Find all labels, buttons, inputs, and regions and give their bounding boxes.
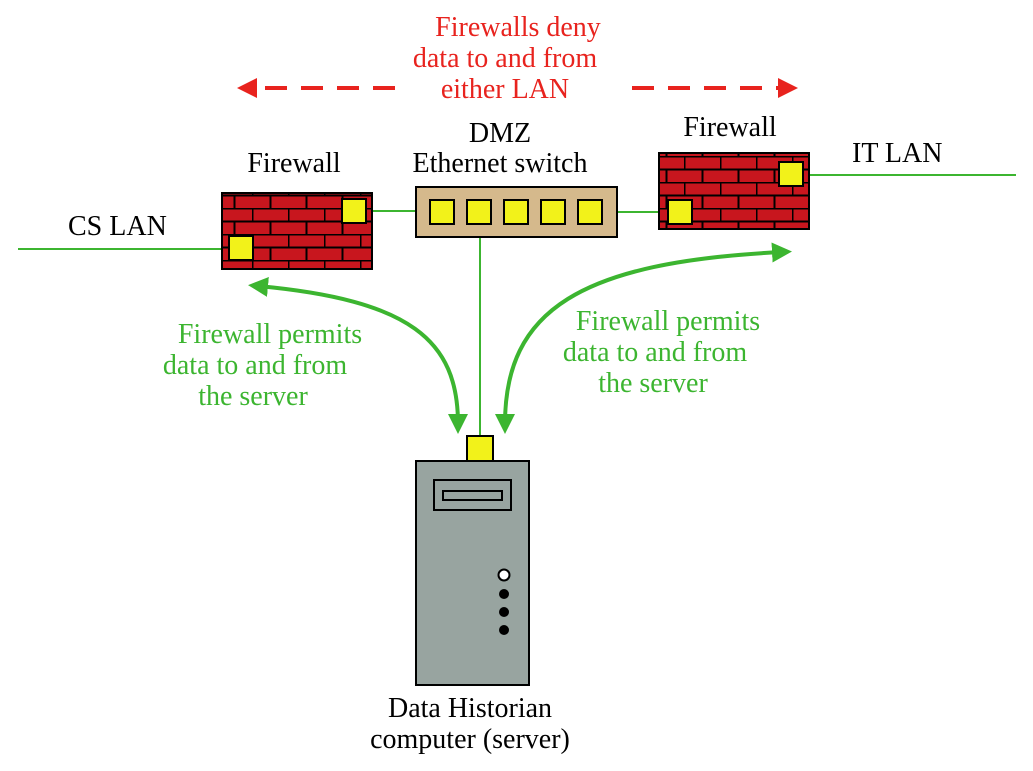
ethernet-switch-label: Ethernet switch bbox=[413, 148, 588, 179]
right-firewall bbox=[658, 152, 810, 230]
server-indicator-light-2 bbox=[499, 607, 509, 617]
data-historian-server bbox=[415, 435, 530, 686]
right-permit-line1: Firewall permits bbox=[576, 306, 760, 337]
switch-port-4 bbox=[540, 199, 566, 225]
right-firewall-inner-port bbox=[667, 199, 693, 225]
right-firewall-outer-port bbox=[778, 161, 804, 187]
left-firewall-inner-port bbox=[341, 198, 367, 224]
server-label-line2: computer (server) bbox=[370, 724, 570, 755]
server-label-line1: Data Historian bbox=[388, 693, 552, 724]
deny-note-line1: Firewalls deny bbox=[435, 12, 601, 43]
right-permit-arrow bbox=[495, 242, 792, 434]
left-permit-line1: Firewall permits bbox=[178, 319, 362, 350]
server-power-button bbox=[497, 568, 511, 582]
right-permit-line2: data to and from bbox=[563, 337, 747, 368]
switch-port-3 bbox=[503, 199, 529, 225]
dmz-label: DMZ bbox=[469, 118, 531, 149]
left-permit-line2: data to and from bbox=[163, 350, 347, 381]
deny-note-line2: data to and from bbox=[413, 43, 597, 74]
right-permit-line3: the server bbox=[598, 368, 708, 399]
server-indicator-light-3 bbox=[499, 625, 509, 635]
switch-port-2 bbox=[466, 199, 492, 225]
left-firewall-outer-port bbox=[228, 235, 254, 261]
cs-lan-label: CS LAN bbox=[68, 211, 167, 242]
deny-note-line3: either LAN bbox=[441, 74, 569, 105]
left-firewall bbox=[221, 192, 373, 270]
switch-port-5 bbox=[577, 199, 603, 225]
server-drive-slot bbox=[442, 490, 503, 501]
switch-port-1 bbox=[429, 199, 455, 225]
left-firewall-label: Firewall bbox=[247, 148, 341, 179]
left-permit-line3: the server bbox=[198, 381, 308, 412]
server-indicator-light-1 bbox=[499, 589, 509, 599]
server-network-port bbox=[466, 435, 494, 463]
it-lan-label: IT LAN bbox=[852, 138, 942, 169]
dmz-ethernet-switch bbox=[415, 186, 618, 238]
left-permit-arrow bbox=[248, 276, 468, 434]
right-firewall-label: Firewall bbox=[683, 112, 777, 143]
